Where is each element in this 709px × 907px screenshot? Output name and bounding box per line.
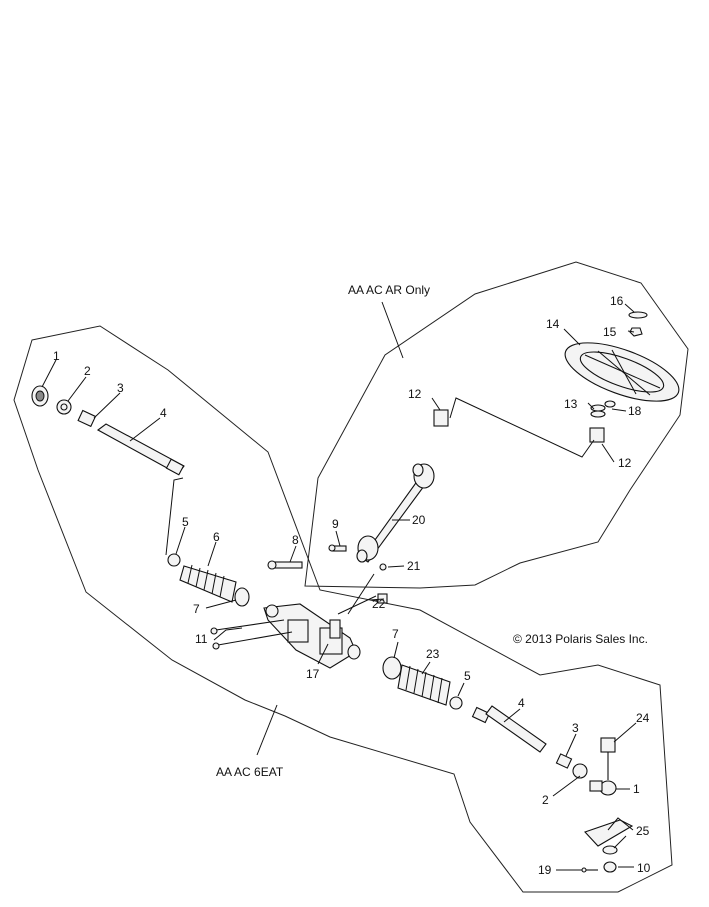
callout-24: 24 — [636, 711, 650, 725]
leader-6eat — [256, 704, 278, 756]
region-outline-6eat — [13, 325, 673, 893]
bushing-12-upper — [433, 409, 449, 427]
callout-19: 19 — [538, 863, 552, 877]
bushing-left — [77, 409, 97, 428]
callout-2-right: 2 — [542, 793, 549, 807]
boot-band-right — [382, 656, 402, 680]
callout-5-right: 5 — [464, 669, 471, 683]
washer-10 — [603, 861, 617, 873]
callout-2-left: 2 — [84, 364, 91, 378]
callout-17: 17 — [306, 667, 320, 681]
callout-16: 16 — [610, 294, 624, 308]
bushing-right — [555, 753, 573, 769]
callout-13: 13 — [564, 397, 578, 411]
boot-clamp-left — [167, 553, 181, 567]
region-label-ar-only: AA AC AR Only — [348, 283, 430, 297]
cap-16 — [628, 311, 648, 319]
boot-clamp-right — [449, 696, 463, 710]
callout-14: 14 — [546, 317, 560, 331]
callout-3-right: 3 — [572, 721, 579, 735]
spring-13 — [590, 404, 606, 418]
spacer-18 — [604, 400, 616, 408]
callout-10: 10 — [637, 861, 651, 875]
region-outline-ar-only — [304, 261, 689, 589]
callout-22: 22 — [372, 597, 386, 611]
rack-boot-right — [397, 664, 451, 706]
steering-wheel — [564, 342, 680, 402]
jam-nut-right — [572, 763, 588, 779]
callout-8: 8 — [292, 533, 299, 547]
pinion-shaft-17 — [329, 619, 341, 639]
rack-housing — [263, 603, 361, 669]
universal-joint-lower — [356, 535, 379, 563]
callout-11: 11 — [195, 632, 208, 646]
universal-joint-upper — [412, 463, 435, 489]
jam-nut-left — [56, 399, 72, 415]
bushing-12-lower — [589, 427, 605, 443]
boot-band-left — [234, 587, 250, 607]
rack-boot-left — [179, 564, 237, 603]
callout-18: 18 — [628, 404, 642, 418]
bolt-9 — [328, 544, 347, 552]
callout-4-left: 4 — [160, 406, 167, 420]
callout-12-upper: 12 — [408, 387, 422, 401]
callout-20: 20 — [412, 513, 426, 527]
nut-22 — [377, 593, 388, 604]
inner-tie-rod-left — [96, 423, 185, 476]
nut-21 — [379, 563, 387, 571]
callout-12-lower: 12 — [618, 456, 632, 470]
callout-15: 15 — [603, 325, 617, 339]
nut-24 — [600, 737, 616, 780]
callout-leaders — [41, 303, 637, 871]
bolt-8 — [267, 560, 303, 570]
callout-7-right: 7 — [392, 627, 399, 641]
callout-3-left: 3 — [117, 381, 124, 395]
pin-19 — [581, 867, 598, 873]
tie-rod-end-left — [31, 385, 49, 407]
callout-23: 23 — [426, 647, 440, 661]
callout-5-left: 5 — [182, 515, 189, 529]
callout-21: 21 — [407, 559, 421, 573]
callout-7-left: 7 — [193, 602, 200, 616]
callout-9: 9 — [332, 517, 339, 531]
callout-1-right: 1 — [633, 782, 640, 796]
mounting-bolts — [210, 619, 293, 650]
inner-tie-rod-right — [471, 705, 547, 753]
leader-ar-only — [381, 301, 404, 359]
callout-4-right: 4 — [518, 696, 525, 710]
callout-25: 25 — [636, 824, 650, 838]
bracket-25 — [584, 819, 634, 855]
tie-rod-end-right — [589, 780, 617, 796]
callout-6: 6 — [213, 530, 220, 544]
region-label-6eat: AA AC 6EAT — [216, 765, 284, 779]
callout-1-left: 1 — [53, 349, 60, 363]
copyright-notice: © 2013 Polaris Sales Inc. — [513, 632, 648, 646]
